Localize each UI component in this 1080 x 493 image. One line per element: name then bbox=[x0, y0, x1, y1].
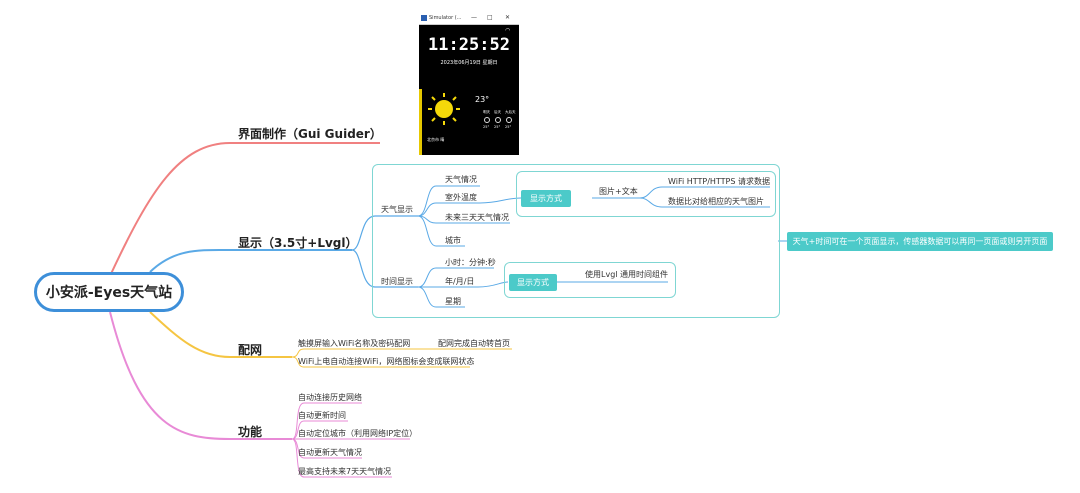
feature-item-5[interactable]: 最高支持未来7天天气情况 bbox=[298, 467, 392, 476]
forecast-icon-1 bbox=[484, 117, 490, 123]
link-features bbox=[109, 311, 292, 440]
close-icon[interactable]: ✕ bbox=[505, 14, 511, 21]
feature-item-3[interactable]: 自动定位城市（利用网络IP定位） bbox=[298, 429, 418, 438]
app-icon bbox=[421, 15, 427, 21]
clock-date: 2023年06月19日 星期日 bbox=[440, 60, 498, 66]
link-network bbox=[149, 311, 292, 358]
clock-time: 11:25:52 bbox=[428, 35, 510, 55]
forecast-icon-2 bbox=[495, 117, 501, 123]
feature-item-1[interactable]: 自动连接历史网络 bbox=[298, 393, 362, 402]
branch-ui[interactable]: 界面制作（Gui Guider） bbox=[238, 127, 382, 141]
weather-item-3[interactable]: 未来三天天气情况 bbox=[445, 213, 509, 222]
city-node[interactable]: 城市 bbox=[445, 236, 461, 245]
forecast-icon-3 bbox=[506, 117, 512, 123]
weather-mode-detail-1[interactable]: WiFi HTTP/HTTPS 请求数据 bbox=[668, 177, 771, 186]
root-label: 小安派-Eyes天气站 bbox=[45, 285, 173, 301]
weather-mode-detail-2[interactable]: 数据比对给相应的天气图片 bbox=[668, 197, 764, 206]
network-item-2[interactable]: WiFi上电自动连接WiFi，网络图标会变成联网状态 bbox=[298, 357, 475, 366]
time-mode-node[interactable]: 显示方式 bbox=[509, 274, 557, 291]
sun-icon bbox=[428, 93, 460, 125]
minimize-icon[interactable]: — bbox=[471, 14, 477, 21]
forecast-temp-2: 25° bbox=[494, 125, 501, 129]
branch-network[interactable]: 配网 bbox=[238, 343, 263, 357]
root-node[interactable]: 小安派-Eyes天气站 bbox=[34, 272, 184, 312]
simulator-screenshot: Simulator (... — □ ✕ ◠ 11:25:52 2023年06月… bbox=[419, 13, 519, 155]
display-group-frame bbox=[372, 164, 780, 318]
city-weather: 北京市 晴 bbox=[427, 137, 445, 142]
forecast-temp-1: 25° bbox=[483, 125, 490, 129]
weather-display-node[interactable]: 天气显示 bbox=[381, 205, 413, 214]
forecast-day-1: 明天 bbox=[483, 110, 490, 114]
link-display bbox=[149, 248, 352, 273]
time-item-2[interactable]: 年/月/日 bbox=[445, 277, 475, 286]
network-item-1[interactable]: 触摸屏输入WiFi名称及密码配网 bbox=[298, 339, 411, 348]
feature-item-2[interactable]: 自动更新时间 bbox=[298, 411, 346, 420]
branch-display[interactable]: 显示（3.5寸+Lvgl） bbox=[238, 236, 358, 250]
time-mode-frame bbox=[504, 262, 676, 298]
weather-item-2[interactable]: 室外温度 bbox=[445, 193, 477, 202]
feature-item-4[interactable]: 自动更新天气情况 bbox=[298, 448, 362, 457]
yellow-edge bbox=[419, 89, 422, 155]
forecast-day-3: 大后天 bbox=[505, 110, 516, 114]
time-display-node[interactable]: 时间显示 bbox=[381, 277, 413, 286]
current-temp: 23° bbox=[475, 95, 490, 104]
wifi-icon: ◠ bbox=[505, 27, 511, 34]
network-sub[interactable]: 配网完成自动转首页 bbox=[438, 339, 510, 348]
weather-mode-node[interactable]: 显示方式 bbox=[521, 190, 571, 207]
window-title: Simulator (... bbox=[429, 15, 462, 21]
time-item-3[interactable]: 星期 bbox=[445, 297, 461, 306]
link-ui bbox=[109, 142, 380, 277]
maximize-icon[interactable]: □ bbox=[487, 14, 493, 21]
forecast-day-2: 后天 bbox=[494, 110, 501, 114]
forecast-temp-3: 25° bbox=[505, 125, 512, 129]
branch-features[interactable]: 功能 bbox=[238, 425, 263, 439]
weather-item-1[interactable]: 天气情况 bbox=[445, 175, 477, 184]
display-note[interactable]: 天气+时间可在一个页面显示，传感器数据可以再同一页面或则另开页面 bbox=[787, 232, 1053, 251]
time-mode-detail[interactable]: 使用Lvgl 通用时间组件 bbox=[585, 270, 669, 279]
simulator-titlebar: Simulator (... — □ ✕ bbox=[419, 13, 519, 25]
time-item-1[interactable]: 小时：分钟:秒 bbox=[445, 258, 496, 267]
weather-mode-frame bbox=[516, 171, 776, 217]
weather-mode-sub[interactable]: 图片+文本 bbox=[599, 187, 638, 196]
